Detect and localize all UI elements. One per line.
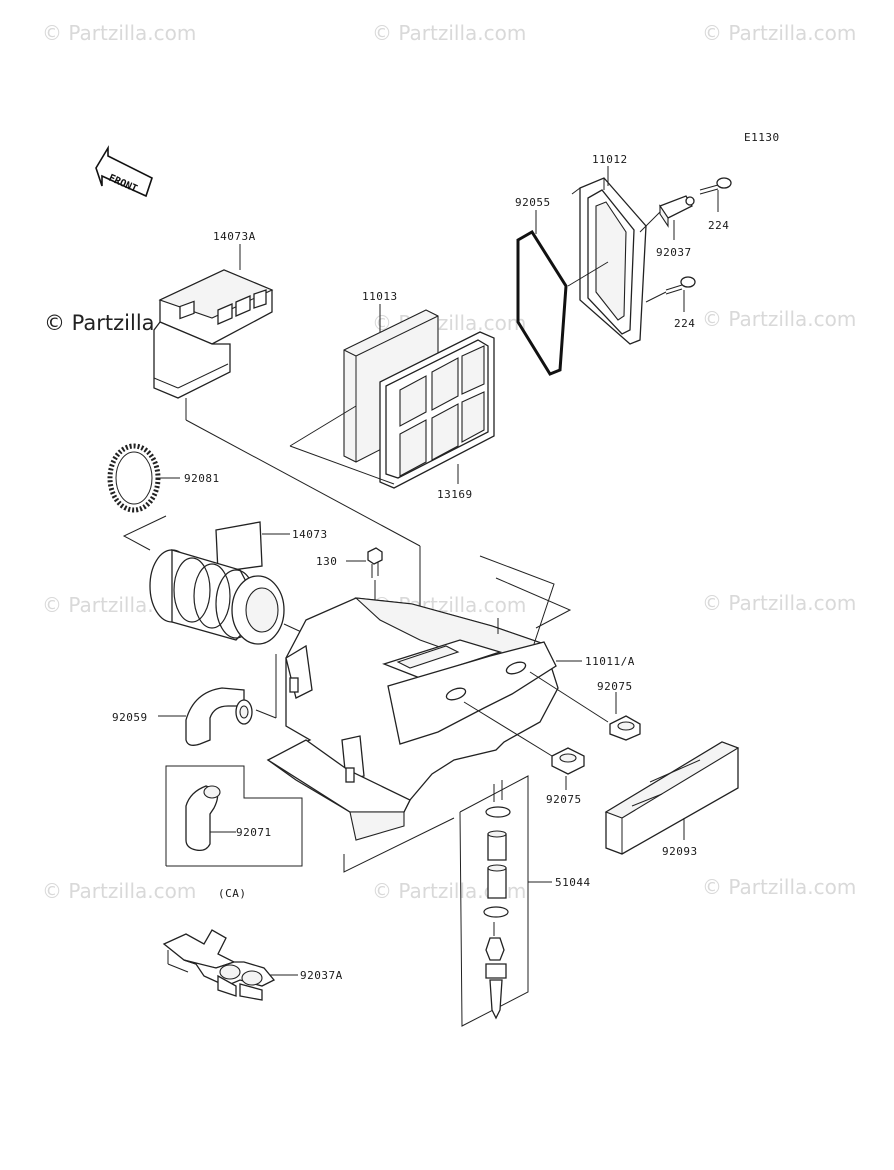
part-92037A-clamp [162,929,276,1001]
part-number-92037: 92037 [656,246,692,259]
screw-icon [665,276,696,295]
part-92081-clamp [107,443,161,513]
part-number-92081: 92081 [184,472,220,485]
part-number-11012: 11012 [592,153,628,166]
part-92037-clamp [659,195,695,228]
watermark: © Partzilla.com [42,21,196,45]
screw-icon [699,177,732,195]
part-92059-hose [185,687,253,746]
part-number-92055: 92055 [515,196,551,209]
part-number-92075-right: 92075 [597,680,633,693]
part-11011A-air-box [266,597,559,841]
watermark: © Partzilla.com [702,875,856,899]
part-14073-intake-duct [149,521,285,645]
diagram-code: E1130 [744,131,780,144]
front-arrow-icon: FRONT [95,145,153,198]
part-number-92075-bottom: 92075 [546,793,582,806]
part-number-224-bottom: 224 [674,317,695,330]
part-92055-gasket [516,229,568,376]
part-number-92071: 92071 [236,826,272,839]
part-92075-grommet [609,715,641,741]
part-number-92093: 92093 [662,845,698,858]
watermark: © Partzilla.com [702,307,856,331]
part-number-92059: 92059 [112,711,148,724]
part-number-51044: 51044 [555,876,591,889]
part-number-13169: 13169 [437,488,473,501]
ca-variant-box [165,765,303,867]
part-number-130: 130 [316,555,337,568]
part-51044-drain-assembly [459,775,529,1027]
part-number-92037A: 92037A [300,969,343,982]
watermark: © Partzilla.com [702,21,856,45]
part-14073A-duct [153,269,274,399]
part-11012-cover [571,177,647,345]
watermark: © Partzilla.com [42,879,196,903]
watermark: © Partzilla.com [702,591,856,615]
part-number-11011A: 11011/A [585,655,635,668]
part-number-14073: 14073 [292,528,328,541]
part-13169-filter-frame [379,331,495,489]
part-number-14073A: 14073A [213,230,256,243]
bolt-icon [367,547,383,578]
part-number-224-top: 224 [708,219,729,232]
part-92093-block [604,741,740,855]
watermark: © Partzilla.com [372,21,526,45]
part-92075-grommet [551,747,585,775]
part-number-11013: 11013 [362,290,398,303]
ca-variant-label: (CA) [218,887,247,900]
